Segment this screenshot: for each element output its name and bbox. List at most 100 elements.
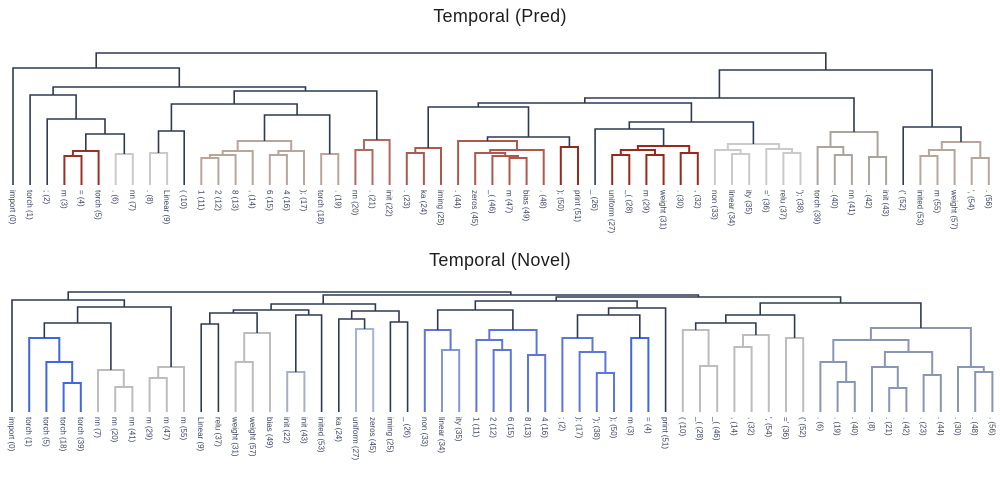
leaf-label: relu (37) [778,190,787,220]
leaf-label: . (42) [864,190,873,209]
dendrogram-link [883,351,934,375]
leaf-label: ', (54) [764,417,773,438]
dendrogram-link [355,328,375,412]
dendrogram-link [63,155,83,185]
leaf-label: nn (41) [847,190,856,216]
leaf-label: _ (26) [403,416,412,438]
dendrogram-link [957,366,985,412]
leaf-label: torch (1) [25,190,34,220]
dendrogram-link [338,318,366,412]
leaf-label: print (51) [661,417,670,449]
leaf-label: , (14) [248,190,257,209]
leaf-label: . (19) [333,190,342,209]
dendrogram-link [350,310,400,322]
leaf-label: iming (25) [385,417,394,453]
dendrogram-link [829,131,879,157]
leaf-label: . (6) [111,190,120,205]
leaf-label: relu (37) [213,417,222,447]
leaf-label: init (22) [385,190,394,217]
dendrogram-novel: import (0)torch (1)torch (5)torch (18)to… [7,291,996,460]
leaf-label: m (29) [641,190,650,213]
leaf-label: . (40) [830,190,839,209]
dendrogram-link [114,386,134,412]
leaf-label: bias (49) [265,417,274,448]
dendrogram-link [12,67,181,185]
leaf-label: = (4) [77,190,86,207]
dendrogram-link [477,102,693,122]
leaf-label: m (47) [162,417,171,440]
leaf-label: 2 (12) [213,190,222,211]
dendrogram-link [731,153,751,185]
dendrogram-link [243,332,271,412]
leaf-label: torch (5) [94,190,103,220]
leaf-label: init (22) [282,417,291,444]
leaf-label: . (48) [539,190,548,209]
leaf-label: weight (31) [231,416,240,457]
dendrogram-link [491,155,519,185]
leaf-label: (' (52) [798,417,807,438]
leaf-label: 6 (15) [265,190,274,211]
dendrogram-link [508,157,528,185]
leaf-label: uniform (27) [607,190,616,233]
leaf-label: zeros (45) [368,417,377,453]
dendrogram-link [561,337,594,412]
dendrogram-link [200,157,220,185]
leaf-label: non (33) [710,190,719,220]
dendrogram-link [157,366,185,412]
dendrogram-link [578,351,607,412]
leaf-label: torch (1) [24,417,33,447]
dendrogram-link [277,150,305,185]
leaf-label: m (29) [145,417,154,440]
leaf-label: = (4) [643,417,652,434]
dendrogram-link [28,337,61,412]
dendrogram-link [630,337,650,412]
leaf-label: ity (35) [454,417,463,442]
leaf-label: . (23) [919,417,928,436]
dendrogram-link [354,149,374,185]
leaf-label: . (19) [833,417,842,436]
leaf-label: , (32) [747,417,756,436]
pred-chart-title: Temporal (Pred) [433,6,567,26]
dendrogram-link [97,369,125,412]
leaf-label: . (42) [901,417,910,436]
leaf-label: Linear (9) [162,190,171,225]
leaf-label: . (44) [453,190,462,209]
leaf-label: 8 (13) [231,190,240,211]
dendrogram-link [221,150,254,185]
dendrogram-link [114,153,134,185]
dendrogram-link [363,139,391,185]
dendrogram-link [208,154,237,185]
dendrogram-link [833,154,853,185]
leaf-label: torch (39) [76,417,85,452]
dendrogram-link [871,366,899,412]
leaf-label: ; (2) [557,417,566,432]
dendrogram-link [733,346,753,412]
leaf-label: . (23) [402,190,411,209]
dendrogram-link [607,307,667,412]
leaf-label: . (8) [145,190,154,205]
leaf-label: nn (7) [93,417,102,438]
leaf-label: ity (35) [744,190,753,215]
leaf-label: '); (38) [796,190,805,213]
dendrogram-link [441,349,461,412]
leaf-label: . (30) [676,190,685,209]
dendrogram-link [236,140,293,151]
leaf-label: 4 (16) [540,417,549,438]
dendrogram-link [263,114,331,154]
leaf-label: m (47) [505,190,514,213]
dendrogram-link [474,152,507,185]
dendrogram-link [919,155,939,185]
leaf-label: ); (50) [556,190,565,212]
leaf-label: . (56) [984,190,993,209]
leaf-label: =' (36) [761,190,770,213]
leaf-label: bias (49) [522,190,531,221]
leaf-label: linear (34) [437,417,446,453]
dendrogram-link [974,371,994,412]
dendrogram-link [62,382,82,412]
leaf-label: import (0) [8,190,17,225]
leaf-label: . (21) [884,417,893,436]
dendrogram-link [95,52,827,70]
leaf-label: torch (18) [316,190,325,225]
leaf-label: weight (57) [248,416,257,457]
